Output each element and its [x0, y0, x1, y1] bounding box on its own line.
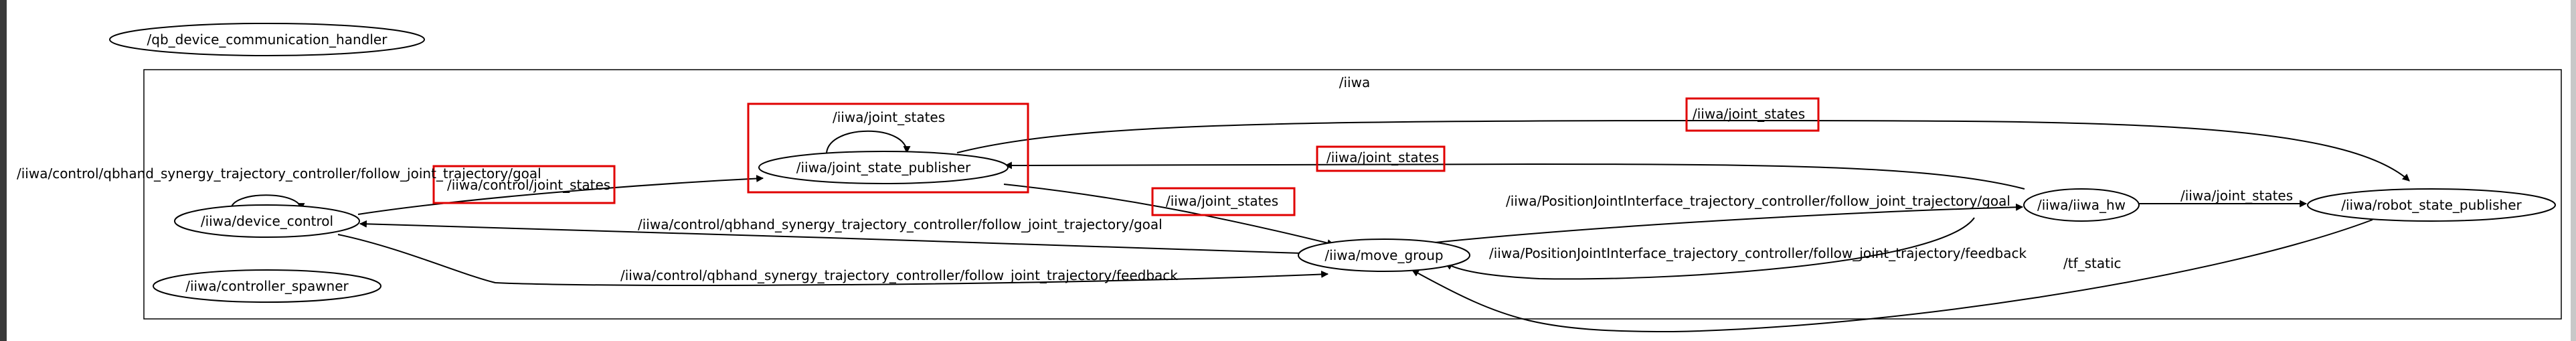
cluster-label: /iiwa	[1339, 74, 1370, 90]
node-joint-state-publisher[interactable]: /iiwa/joint_state_publisher	[758, 151, 1009, 184]
edge-label-jsp-to-mg-joint-states: /iiwa/joint_states	[1166, 193, 1278, 209]
edge-label-top-joint-states: /iiwa/joint_states	[1693, 106, 1805, 122]
node-ellipse[interactable]	[1298, 238, 1470, 272]
node-ellipse[interactable]	[174, 204, 360, 238]
edges	[230, 119, 2410, 333]
node-ellipse[interactable]	[2307, 188, 2556, 222]
node-robot-state-publisher[interactable]: /iiwa/robot_state_publisher	[2307, 188, 2556, 222]
edge-label-tf-static: /tf_static	[2063, 255, 2122, 271]
right-window-edge	[2571, 0, 2576, 341]
edge-label-control-joint-states: /iiwa/control/joint_states	[447, 177, 610, 193]
edge-joint-state-publisher-to-robot-state-publisher[interactable]	[956, 119, 2410, 182]
topic-highlights	[432, 97, 1820, 216]
node-label: /iiwa/device_control	[201, 213, 333, 229]
node-label: /qb_device_communication_handler	[147, 31, 388, 48]
edge-label-qbhand-feedback: /iiwa/control/qbhand_synergy_trajectory_…	[620, 267, 1178, 283]
node-ellipse[interactable]	[758, 151, 1009, 184]
edge-device-control-to-joint-state-publisher[interactable]	[357, 175, 764, 215]
node-ellipse[interactable]	[153, 269, 381, 303]
edge-label-jsp-self-joint-states: /iiwa/joint_states	[833, 109, 945, 125]
node-label: /iiwa/controller_spawner	[185, 278, 349, 294]
edge-label-hw-to-rsp-joint-states: /iiwa/joint_states	[2180, 188, 2293, 204]
topic-highlight-joint-states-top	[1685, 97, 1820, 132]
node-label: /iiwa/robot_state_publisher	[2341, 197, 2522, 213]
node-iiwa-hw[interactable]: /iiwa/iiwa_hw	[2023, 188, 2140, 222]
edge-label-qbhand-goal-mid: /iiwa/control/qbhand_synergy_trajectory_…	[638, 216, 1163, 232]
node-controller-spawner[interactable]: /iiwa/controller_spawner	[153, 269, 381, 303]
cluster-iiwa: /iiwa	[143, 69, 2562, 320]
edge-joint-state-publisher-self-loop[interactable]	[826, 130, 911, 154]
topic-highlight-joint-states-move-group	[1151, 187, 1296, 216]
topic-highlight-joint-states-hw	[1316, 145, 1446, 172]
node-move-group[interactable]: /iiwa/move_group	[1298, 238, 1470, 272]
node-label: /iiwa/move_group	[1324, 247, 1443, 263]
topic-highlight-joint-states-publisher	[747, 103, 1029, 194]
nodes: /qb_device_communication_handler /iiwa/d…	[109, 23, 2556, 303]
node-ellipse[interactable]	[2023, 188, 2140, 222]
edge-labels: /iiwa/control/qbhand_synergy_trajectory_…	[17, 106, 2293, 283]
edge-robot-state-publisher-to-move-group-tf-static[interactable]	[1411, 219, 2373, 333]
topic-highlight-control-joint-states	[432, 165, 616, 204]
edge-label-qbhand-goal-top: /iiwa/control/qbhand_synergy_trajectory_…	[17, 165, 541, 182]
node-device-control[interactable]: /iiwa/device_control	[174, 204, 360, 238]
edge-device-control-to-move-group-feedback[interactable]	[337, 234, 1329, 286]
edge-move-group-to-device-control-goal[interactable]	[359, 220, 1302, 254]
node-ellipse[interactable]	[109, 23, 425, 56]
edge-iiwa-hw-to-move-group-feedback[interactable]	[1445, 217, 1975, 280]
edge-device-control-self-loop[interactable]	[230, 194, 305, 211]
node-label: /iiwa/joint_state_publisher	[796, 159, 971, 176]
cluster-frame	[143, 69, 2562, 320]
edge-joint-state-publisher-to-move-group[interactable]	[1003, 184, 1335, 247]
left-window-edge	[0, 0, 7, 341]
node-qb-device-communication-handler[interactable]: /qb_device_communication_handler	[109, 23, 425, 56]
edge-label-pji-feedback: /iiwa/PositionJointInterface_trajectory_…	[1489, 245, 2027, 261]
edge-label-hw-to-jsp-joint-states: /iiwa/joint_states	[1326, 149, 1439, 165]
node-label: /iiwa/iiwa_hw	[2037, 197, 2126, 213]
edge-move-group-to-iiwa-hw-goal[interactable]	[1415, 203, 2024, 245]
edge-label-pji-goal: /iiwa/PositionJointInterface_trajectory_…	[1506, 193, 2010, 209]
edge-iiwa-hw-to-joint-state-publisher[interactable]	[1004, 161, 2025, 190]
